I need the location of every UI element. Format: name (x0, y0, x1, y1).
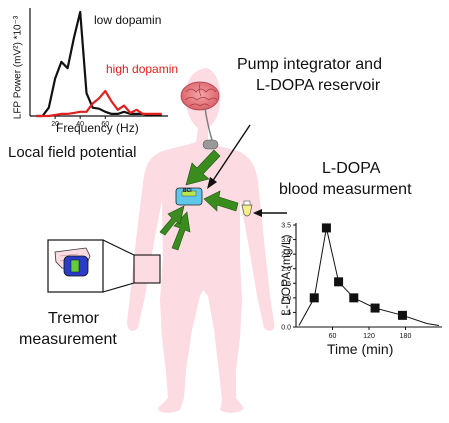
ldopa-y-tick-label: 1.0 (281, 295, 291, 302)
ldopa-x-tick-label: 60 (329, 333, 337, 340)
pump-device (175, 187, 203, 206)
device-screen-text: BCI (183, 188, 192, 194)
stimulator-capsule (202, 139, 219, 150)
tremor-label-line2: measurement (19, 331, 117, 348)
brain-icon (180, 81, 220, 111)
pump-label-line2: L-DOPA reservoir (256, 77, 381, 94)
lfp-tick-labels: 20 40 60 (51, 116, 109, 128)
ldopa-y-tick-label: 3.5 (281, 223, 291, 230)
blood-pointer-arrow (253, 209, 287, 217)
ldopa-y-tick-label: 0.5 (281, 310, 291, 317)
ldopa-y-axis-label: L-DOPA (mg/L) (279, 234, 293, 316)
ldopa-points-group (309, 223, 407, 320)
green-arrow-tremor (171, 211, 191, 251)
pump-label-line1: Pump integrator and (237, 56, 382, 73)
ldopa-label-line2: blood measurment (279, 181, 412, 198)
tremor-label-line1: Tremor (48, 310, 99, 327)
ldopa-curve-group (298, 227, 440, 326)
ldopa-tick-labels: 60 120 180 0.0 0.5 1.0 1.5 2.0 2.5 3.0 3.5 (281, 223, 411, 341)
ldopa-x-tick-label: 120 (363, 333, 375, 340)
ldopa-data-point (349, 293, 359, 303)
legend-low-dopamin: low dopamin (94, 13, 162, 27)
ldopa-x-axis-label: Time (min) (327, 341, 394, 357)
lead-wire (204, 107, 213, 141)
ldopa-y-tick-label: 0.0 (281, 325, 291, 332)
lfp-x-tick-label: 40 (76, 121, 84, 128)
tremor-callout (47, 239, 161, 293)
tremor-sensor-icon (63, 255, 89, 277)
green-arrow-blood (203, 190, 239, 212)
green-signal-arrows (159, 149, 239, 251)
ldopa-data-point (321, 223, 331, 233)
ldopa-label-line1: L-DOPA (322, 160, 381, 177)
lfp-series-line-high-dopamin (36, 89, 162, 118)
green-arrow-stimulator (185, 149, 221, 186)
lfp-x-tick-label: 60 (101, 121, 109, 128)
ldopa-data-point (397, 310, 407, 320)
ldopa-y-tick-label: 1.5 (281, 281, 291, 288)
ldopa-data-point (334, 277, 344, 287)
ldopa-data-point (309, 293, 319, 303)
blood-tube-icon (241, 200, 253, 217)
pump-pointer-arrow (207, 124, 251, 189)
lfp-series-group (36, 10, 162, 118)
legend-high-dopamin: high dopamin (106, 62, 179, 76)
ldopa-curve (298, 227, 440, 326)
green-arrow-tremor-2 (159, 205, 185, 236)
lfp-x-tick-label: 20 (51, 121, 59, 128)
lfp-series-line-low-dopamin (36, 10, 162, 118)
ldopa-y-tick-label: 2.5 (281, 252, 291, 259)
human-body-silhouette (127, 68, 275, 413)
lfp-x-axis-label: Frequency (Hz) (56, 121, 139, 135)
lfp-y-axis-label: LFP Power (mV²) *10⁻³ (12, 15, 24, 120)
lfp-caption: Local field potential (8, 144, 137, 161)
ldopa-data-point (370, 303, 380, 313)
ldopa-x-tick-label: 180 (400, 333, 412, 340)
ldopa-y-tick-label: 3.0 (281, 237, 291, 244)
ldopa-y-tick-label: 2.0 (281, 266, 291, 273)
